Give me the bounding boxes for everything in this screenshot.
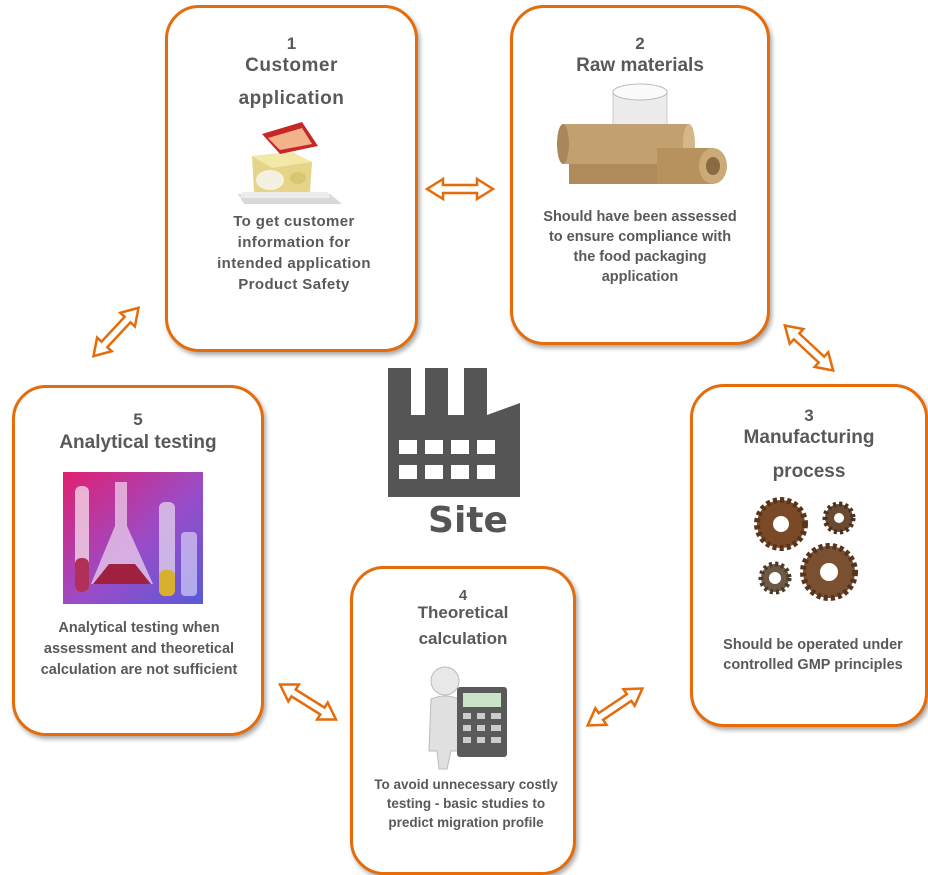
lab-glassware-image <box>63 472 203 604</box>
step-title: Theoretical <box>417 603 509 622</box>
step-number: 3 <box>804 406 814 425</box>
step-description: To get customer information for intended… <box>217 213 371 293</box>
step-description: To avoid unnecessary costly testing - ba… <box>374 777 558 830</box>
double-arrow-icon <box>424 176 496 202</box>
step-card-5: 5 Analytical testing Analytical testing … <box>12 385 264 736</box>
step-description: Should have been assessed to ensure comp… <box>543 209 737 285</box>
step-card-2: 2 Raw materials Should have been assesse… <box>510 5 770 345</box>
step-card-1: 1 Customer application To get customer i… <box>165 5 418 352</box>
step-number: 1 <box>286 34 297 53</box>
step-number: 5 <box>133 410 143 429</box>
calculator-person-image <box>421 665 511 771</box>
step-description: Should be operated under controlled GMP … <box>723 637 903 673</box>
step-title: calculation <box>418 629 508 648</box>
site-label: Site <box>428 500 508 541</box>
step-title: Analytical testing <box>59 432 217 453</box>
cheese-image <box>232 118 344 204</box>
step-title: Raw materials <box>576 55 704 76</box>
step-title: process <box>772 461 846 482</box>
step-number: 2 <box>635 34 645 53</box>
double-arrow-icon <box>273 683 343 721</box>
step-description: Analytical testing when assessment and t… <box>40 620 238 678</box>
factory-icon <box>383 363 525 497</box>
double-arrow-icon <box>580 687 650 727</box>
step-card-4: 4 Theoretical calculation To avoid unnec… <box>350 566 576 875</box>
step-number: 4 <box>458 587 468 604</box>
step-title: Manufacturing <box>743 427 875 448</box>
step-title: Customer <box>245 55 338 76</box>
double-arrow-icon <box>81 306 151 358</box>
gears-image <box>751 494 867 606</box>
paper-rolls-image <box>557 80 729 188</box>
step-card-3: 3 Manufacturing process Should be operat… <box>690 384 928 727</box>
step-title: application <box>238 88 345 109</box>
double-arrow-icon <box>774 323 844 373</box>
